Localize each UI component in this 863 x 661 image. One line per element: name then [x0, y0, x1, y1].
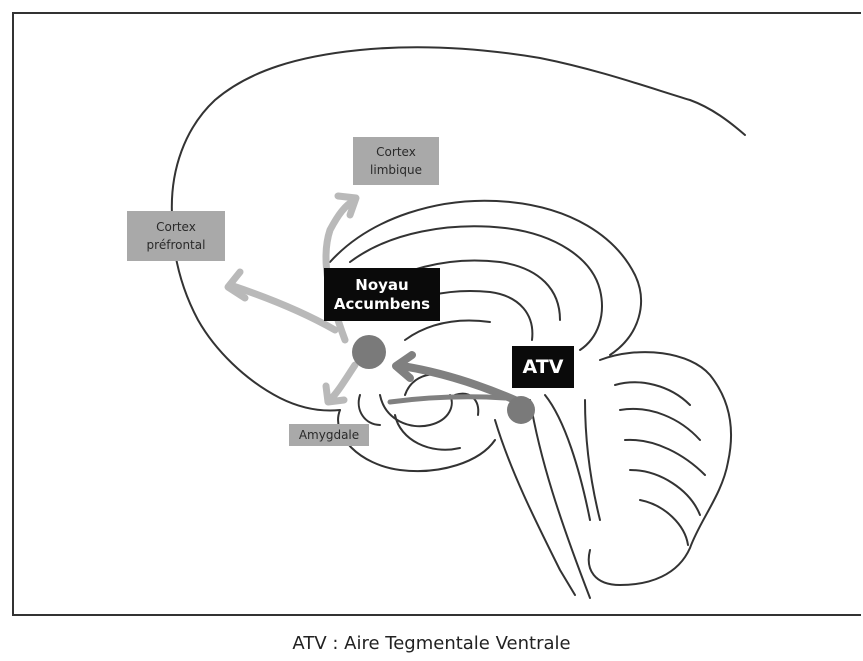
noyau-accumbens-node — [352, 335, 386, 369]
pathway-to-cortex-prefrontal — [230, 285, 335, 330]
label-cortex-prefrontal: Cortex préfrontal — [127, 211, 225, 261]
pathway-to-amygdale — [330, 365, 355, 400]
pathway-vta-to-amygdale — [390, 397, 505, 402]
label-amygdale: Amygdale — [289, 424, 369, 446]
atv-node — [507, 396, 535, 424]
label-noyau-accumbens: Noyau Accumbens — [324, 268, 440, 321]
figure-caption: ATV : Aire Tegmentale Ventrale — [0, 633, 863, 654]
label-atv: ATV — [512, 346, 574, 388]
brain-outline — [172, 47, 745, 598]
vta-projection — [390, 355, 515, 402]
label-cortex-limbique: Cortex limbique — [353, 137, 439, 185]
